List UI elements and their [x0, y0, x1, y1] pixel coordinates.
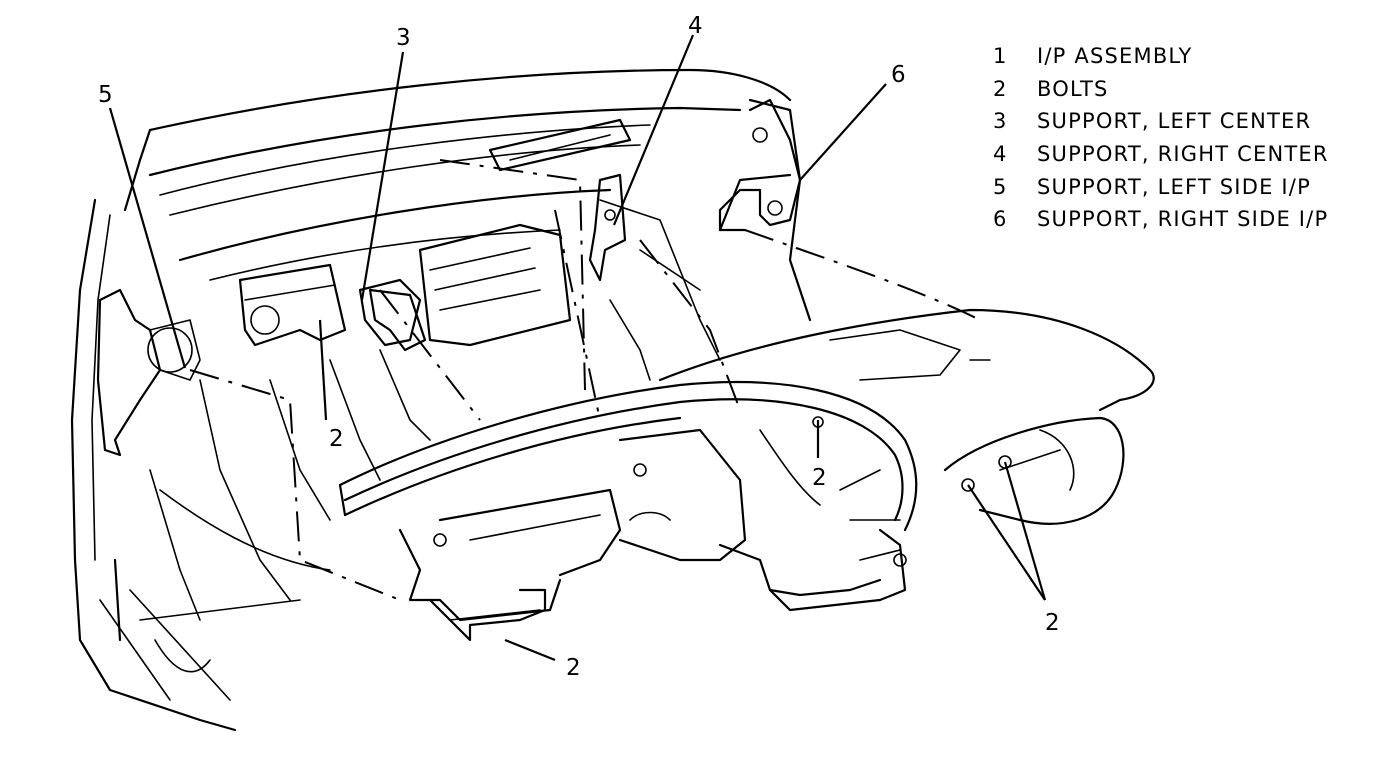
legend-label: SUPPORT, RIGHT CENTER: [1037, 142, 1329, 167]
callout-2-center: 2: [812, 465, 827, 491]
legend-label: SUPPORT, LEFT CENTER: [1037, 109, 1312, 134]
vehicle-body-cowl: [70, 68, 812, 732]
legend-item: 6 SUPPORT, RIGHT SIDE I/P: [993, 203, 1329, 236]
callout-5: 5: [98, 82, 113, 108]
support-right-center: [588, 173, 627, 282]
legend-label: SUPPORT, RIGHT SIDE I/P: [1037, 207, 1329, 232]
legend-number: 1: [993, 44, 1008, 69]
legend-item: 2 BOLTS: [993, 73, 1329, 106]
legend-number: 2: [993, 76, 1008, 101]
callout-2-right: 2: [1045, 610, 1060, 636]
callout-2-bottom: 2: [566, 655, 581, 681]
callout-3: 3: [396, 25, 411, 51]
legend-label: BOLTS: [1037, 76, 1109, 101]
callout-2-left: 2: [329, 426, 344, 452]
legend-number: 6: [993, 207, 1008, 232]
legend-item: 5 SUPPORT, LEFT SIDE I/P: [993, 170, 1329, 203]
legend-number: 3: [993, 109, 1008, 134]
callout-6: 6: [891, 62, 906, 88]
callout-leaders: [108, 34, 1047, 662]
support-right-side-ip: [718, 98, 802, 232]
legend-number: 4: [993, 142, 1008, 167]
support-left-center: [368, 288, 427, 352]
alignment-lines: [189, 159, 981, 601]
legend-item: 3 SUPPORT, LEFT CENTER: [993, 105, 1329, 138]
legend-item: 1 I/P ASSEMBLY: [993, 40, 1329, 73]
legend-label: SUPPORT, LEFT SIDE I/P: [1037, 174, 1311, 199]
legend-number: 5: [993, 174, 1008, 199]
callout-4: 4: [688, 13, 703, 39]
legend-item: 4 SUPPORT, RIGHT CENTER: [993, 138, 1329, 171]
parts-legend: 1 I/P ASSEMBLY 2 BOLTS 3 SUPPORT, LEFT CENT…: [993, 40, 1329, 236]
ip-assembly: [338, 308, 1155, 642]
legend-label: I/P ASSEMBLY: [1037, 44, 1193, 69]
callout-labels: 5 3 4 6 2 2 2 2: [98, 13, 1060, 681]
